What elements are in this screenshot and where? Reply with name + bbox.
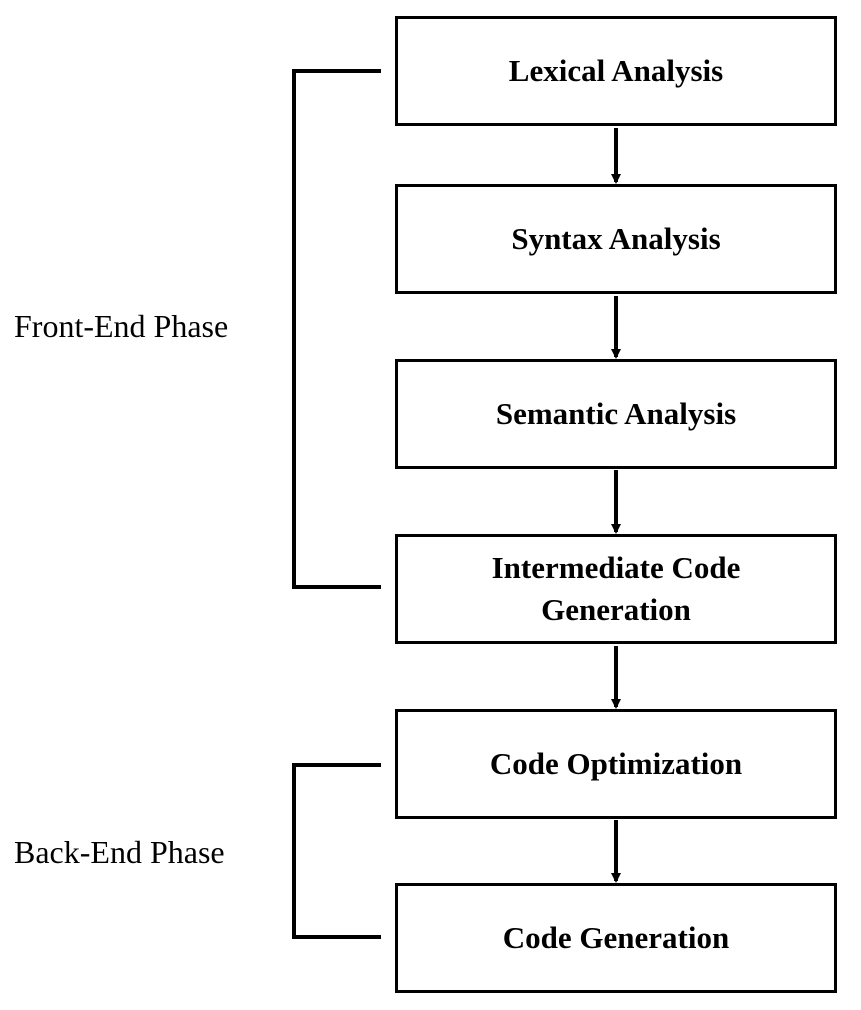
stage-label: Code Generation [502,920,730,955]
stage-box-intermediate-code-generation: Intermediate Code Generation [395,534,837,644]
stage-box-lexical-analysis: Lexical Analysis [395,16,837,126]
stage-box-syntax-analysis: Syntax Analysis [395,184,837,294]
stage-box-code-generation: Code Generation [395,883,837,993]
back-end-phase-bracket [292,763,381,939]
stage-label: Syntax Analysis [511,221,721,256]
stage-label: Intermediate Code Generation [491,550,741,627]
back-end-phase-label: Back-End Phase [14,834,225,870]
front-end-phase-label: Front-End Phase [14,308,229,344]
stage-label: Lexical Analysis [508,53,724,88]
stage-label: Semantic Analysis [495,396,737,431]
stage-label: Code Optimization [489,746,743,781]
stage-box-semantic-analysis: Semantic Analysis [395,359,837,469]
stage-box-code-optimization: Code Optimization [395,709,837,819]
front-end-phase-bracket [292,69,381,589]
